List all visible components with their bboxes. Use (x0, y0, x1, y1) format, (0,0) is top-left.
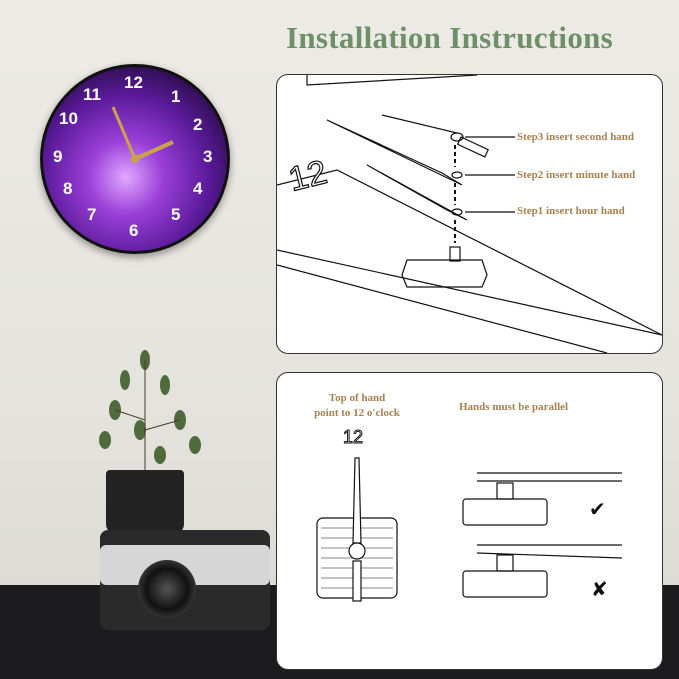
clock-number: 8 (63, 179, 73, 198)
caption-line: point to 12 o'clock (314, 407, 400, 419)
left-caption: Top of hand point to 12 o'clock (297, 391, 417, 421)
clock-number: 9 (53, 147, 63, 166)
clock-hands (111, 106, 174, 163)
clock-number: 1 (171, 87, 181, 106)
correct-mark-icon: ✔ (589, 499, 606, 521)
clock-number: 11 (83, 85, 101, 104)
clock-number: 12 (124, 73, 143, 92)
plant-leaves (99, 350, 201, 470)
clock-number: 5 (171, 205, 181, 224)
clock-number: 6 (129, 221, 139, 240)
page-title: Installation Instructions (286, 20, 614, 55)
step1-label: Step1 insert hour hand (517, 205, 625, 217)
step2-label: Step2 insert minute hand (517, 169, 636, 181)
clock-number: 7 (87, 205, 97, 224)
camera-lens (138, 560, 196, 618)
alignment-diagram: Top of hand point to 12 o'clock Hands mu… (276, 372, 663, 670)
clock-number: 3 (203, 147, 213, 166)
hand-install-diagram: 12 Step3 insert second hand Step2 insert… (276, 74, 663, 354)
hand-install-drawing (277, 75, 662, 353)
step3-label: Step3 insert second hand (517, 131, 635, 143)
wrong-mark-icon: ✘ (591, 579, 608, 601)
wall-clock: 12 1 2 3 4 5 6 7 8 9 10 11 (40, 64, 230, 254)
clock-number: 2 (193, 115, 203, 134)
caption-line: Top of hand (328, 392, 386, 404)
clock-number: 10 (59, 109, 78, 128)
dial-number: 12 (342, 427, 364, 448)
alignment-drawing (316, 457, 623, 602)
clock-number: 4 (193, 179, 203, 198)
right-caption: Hands must be parallel (459, 401, 569, 413)
plant-pot (106, 470, 184, 534)
